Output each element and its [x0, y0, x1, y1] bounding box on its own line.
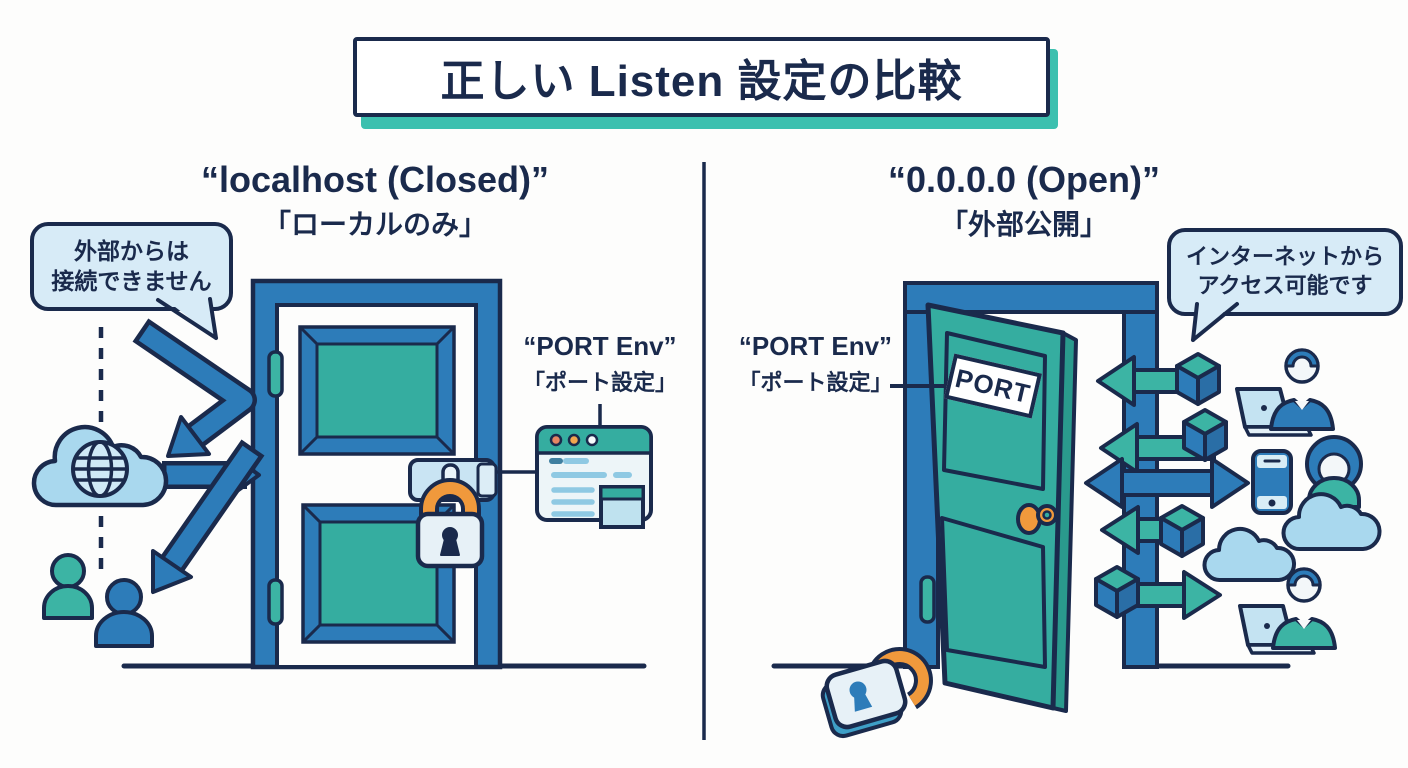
- bubble-left-line2: 接続できません: [51, 267, 212, 294]
- page-title: 正しい Listen 設定の比較: [440, 57, 963, 106]
- port-left-en: “PORT Env”: [523, 331, 677, 361]
- bubble-left-line1: 外部からは: [74, 237, 189, 264]
- right-heading-jp: 「外部公開」: [939, 208, 1108, 240]
- blocked-arrow-icon: [132, 318, 265, 594]
- title-box: 正しい Listen 設定の比較: [353, 37, 1050, 117]
- speech-bubble-left: 外部からは 接続できません: [30, 222, 233, 311]
- left-heading-en: “localhost (Closed)”: [200, 159, 550, 200]
- padlock-unlocked-icon: [820, 647, 933, 739]
- port-env-label-right: “PORT Env” 「ポート設定」: [718, 331, 913, 397]
- right-panel-heading: “0.0.0.0 (Open)” 「外部公開」: [808, 160, 1240, 243]
- browser-window-icon: [535, 425, 653, 529]
- globe-cloud-icon: [31, 424, 169, 508]
- laptop-user-icon-2: [1238, 567, 1337, 655]
- cube-icon: [1094, 352, 1228, 619]
- woman-user-icon: [1305, 435, 1363, 509]
- port-env-label-left: “PORT Env” 「ポート設定」: [500, 331, 700, 397]
- right-heading-en: “0.0.0.0 (Open)”: [887, 159, 1161, 200]
- bubble-right-line2: アクセス可能です: [1197, 273, 1373, 298]
- label-connector-left: [493, 404, 602, 474]
- port-right-jp: 「ポート設定」: [738, 370, 893, 395]
- laptop-user-icon: [1235, 348, 1335, 437]
- port-right-en: “PORT Env”: [738, 331, 893, 361]
- left-heading-jp: 「ローカルのみ」: [262, 208, 487, 240]
- cloud-icon: [1202, 492, 1382, 583]
- user-icon: [42, 553, 154, 648]
- smartphone-icon: [1251, 449, 1293, 515]
- left-panel-heading: “localhost (Closed)” 「ローカルのみ」: [155, 160, 595, 243]
- speech-bubble-right: インターネットから アクセス可能です: [1167, 228, 1403, 316]
- padlock-locked-icon: [408, 458, 498, 569]
- port-left-jp: 「ポート設定」: [522, 370, 677, 395]
- bubble-right-line1: インターネットから: [1185, 244, 1384, 270]
